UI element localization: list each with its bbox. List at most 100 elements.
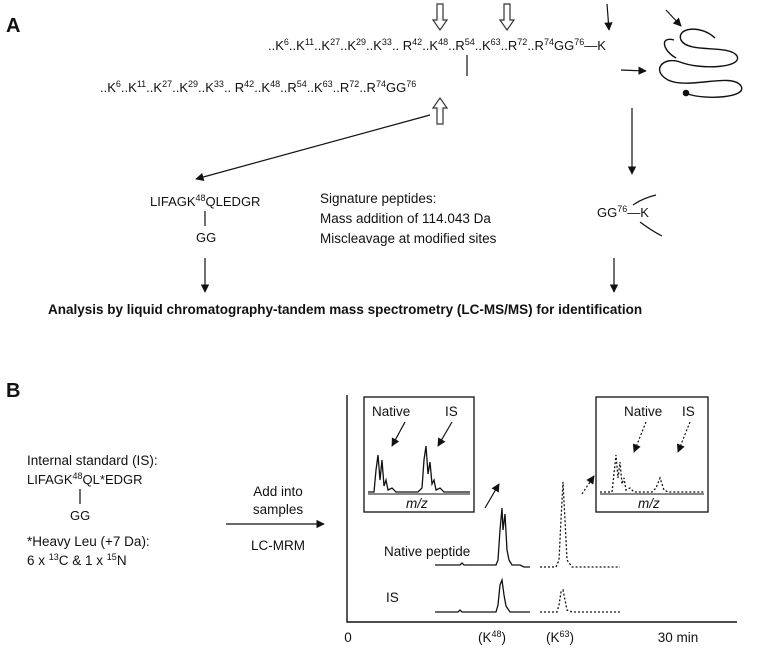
panel-label-a: A: [6, 15, 20, 37]
inset-left-xlabel: m/z: [406, 496, 428, 511]
superscript: 11: [305, 37, 314, 47]
is-peptide: LIFAGK48QL*EDGR: [27, 471, 143, 487]
sequence-text: —K: [584, 38, 606, 53]
analysis-caption: Analysis by liquid chromatography-tandem…: [48, 302, 642, 317]
sequence-text: ..K: [366, 38, 382, 53]
cleavage-arrow-r74: [604, 3, 613, 31]
k48-peak-label: (K48): [478, 629, 506, 645]
sequence-text: —K: [627, 205, 649, 220]
sequence-text: ..R: [448, 38, 465, 53]
superscript: 13: [49, 552, 59, 562]
inset-left-native-arrow: [391, 421, 406, 447]
inset-right-native-arrow: [632, 421, 647, 453]
superscript: 29: [188, 79, 198, 89]
superscript: 76: [406, 79, 416, 89]
sequence-text: LIFAGK: [150, 194, 196, 209]
sequence-text: ..K: [146, 80, 162, 95]
sequence-text: GG: [554, 38, 574, 53]
axis-end: 30 min: [658, 630, 699, 645]
inset-left-is: IS: [445, 404, 458, 419]
superscript: 48: [73, 471, 83, 481]
sequence-text: N: [117, 553, 127, 568]
heavy-leu-isotopes: 6 x 13C & 1 x 15N: [27, 552, 127, 568]
chromatogram-axes: [346, 395, 737, 623]
sequence-text: ..K: [100, 80, 116, 95]
inset-left-zoom-arrow: [484, 483, 500, 509]
sequence-text: ..K: [121, 80, 137, 95]
sequence-text: GG: [597, 205, 617, 220]
heavy-leu-title: *Heavy Leu (+7 Da):: [27, 534, 150, 549]
gg-branch: GG: [196, 230, 216, 245]
sequence-text: ..K: [289, 38, 305, 53]
axis-zero: 0: [344, 630, 352, 645]
superscript: 48: [270, 79, 280, 89]
superscript: 42: [412, 37, 422, 47]
inset-left-box: [363, 396, 475, 513]
superscript: 63: [560, 629, 570, 639]
sequence-text: ..R: [527, 38, 544, 53]
sequence-text: ..K: [268, 38, 284, 53]
sequence-text: ..R: [359, 80, 376, 95]
inset-left-native: Native: [372, 404, 410, 419]
superscript: 27: [330, 37, 340, 47]
superscript: 42: [244, 79, 254, 89]
sequence-text: ..R: [333, 80, 350, 95]
superscript: 33: [214, 79, 224, 89]
native-peptide-label: Native peptide: [384, 544, 470, 559]
sequence-text: ..K: [172, 80, 188, 95]
is-trace-dotted: [540, 588, 620, 613]
sequence-text: ..K: [307, 80, 323, 95]
sequence-text: .. R: [392, 38, 412, 53]
superscript: 54: [297, 79, 307, 89]
remnant-chain-lower: [639, 221, 663, 237]
sequence-text: ..K: [254, 80, 270, 95]
superscript: 48: [196, 193, 206, 203]
signature-title: Signature peptides:: [320, 191, 436, 206]
superscript: 48: [492, 629, 502, 639]
superscript: 6: [284, 37, 289, 47]
trypsin-arrow-r42: [431, 3, 449, 32]
signature-line-1: Mass addition of 114.043 Da: [320, 211, 491, 226]
superscript: 74: [376, 79, 386, 89]
sequence-text: ..K: [422, 38, 438, 53]
sequence-text: 6 x: [27, 553, 49, 568]
superscript: 48: [438, 37, 448, 47]
superscript: 74: [544, 37, 554, 47]
inset-right-native: Native: [624, 404, 662, 419]
sequence-text: ..R: [280, 80, 297, 95]
sequence-text: QLEDGR: [206, 194, 261, 209]
superscript: 11: [137, 79, 146, 89]
superscript: 54: [465, 37, 475, 47]
inset-right-is: IS: [682, 404, 695, 419]
sequence-text: (K: [478, 630, 492, 645]
superscript: 76: [574, 37, 584, 47]
inset-left-spectrum: [368, 445, 470, 493]
is-gg-branch: GG: [70, 508, 90, 523]
sequence-text: ): [570, 630, 575, 645]
substrate-arrow-top: [665, 9, 682, 27]
is-trace-label: IS: [386, 590, 399, 605]
inset-right-box: [595, 396, 709, 513]
sequence-text: ..K: [475, 38, 491, 53]
panel-label-b: B: [6, 380, 20, 402]
lc-mrm-label: LC-MRM: [251, 538, 305, 553]
superscript: 29: [356, 37, 366, 47]
samples-label: samples: [253, 502, 304, 517]
sequence-text: ..K: [198, 80, 214, 95]
superscript: 72: [517, 37, 527, 47]
signature-peptide-k48: LIFAGK48QLEDGR: [150, 193, 260, 209]
trypsin-arrow-r74-bottom: [431, 96, 449, 125]
inset-right-spectrum: [600, 454, 704, 493]
ubiquitin-sequence-bottom: ..K6..K11..K27..K29..K33.. R42..K48..R54…: [100, 79, 416, 95]
superscript: 63: [491, 37, 501, 47]
sequence-text: .. R: [224, 80, 244, 95]
signature-line-2: Miscleavage at modified sites: [320, 231, 497, 246]
substrate-protein-icon: [658, 28, 743, 98]
superscript: 76: [617, 204, 627, 214]
superscript: 72: [349, 79, 359, 89]
inset-right-xlabel: m/z: [638, 496, 660, 511]
superscript: 63: [323, 79, 333, 89]
native-trace-dotted: [540, 481, 620, 568]
